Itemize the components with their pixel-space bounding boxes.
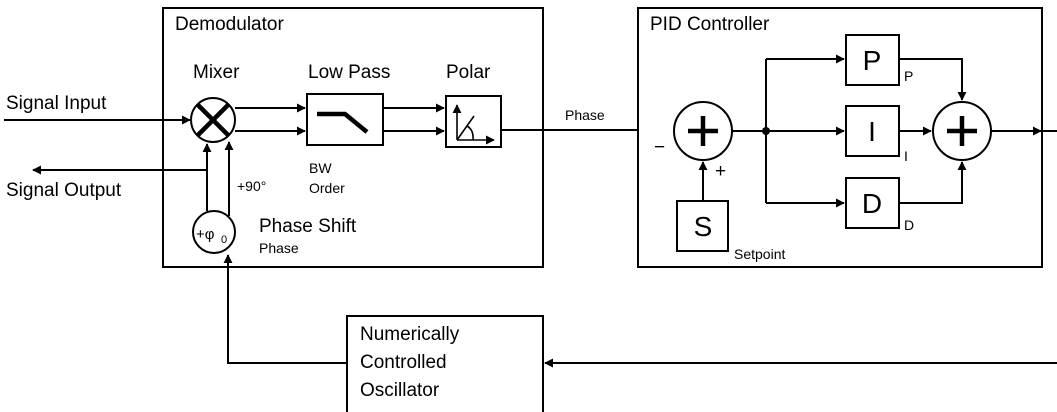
polar-label: Polar <box>446 62 491 83</box>
nco-line-1: Numerically <box>360 324 460 345</box>
output-sum-icon <box>932 101 992 161</box>
signal-output-label: Signal Output <box>6 180 122 201</box>
setpoint-symbol: S <box>694 211 713 242</box>
shift-90-label: +90° <box>237 178 266 194</box>
mixer-label: Mixer <box>193 62 240 83</box>
setpoint-box <box>676 200 729 252</box>
signal-input-label: Signal Input <box>6 93 107 114</box>
p-to-sum-arrow <box>899 58 967 101</box>
mixer-icon <box>190 97 236 143</box>
sum-junction-icon <box>673 101 733 161</box>
d-gain-symbol: D <box>862 188 882 219</box>
lowpass-param-bw: BW <box>309 160 332 176</box>
i-gain-symbol: I <box>868 116 876 147</box>
d-to-sum-arrow <box>899 161 967 204</box>
p-gain-param: P <box>904 68 913 84</box>
nco-box <box>346 315 544 412</box>
pid-title: PID Controller <box>650 14 770 35</box>
nco-line-3: Oscillator <box>360 380 440 401</box>
sum-minus-sign: − <box>654 137 665 158</box>
nco-to-phase-shift-arrow <box>223 254 347 364</box>
i-gain-box <box>845 105 900 157</box>
i-gain-param: I <box>904 148 908 164</box>
phase-shift-subscript: 0 <box>221 234 227 246</box>
phase-shift-param: Phase <box>259 240 299 256</box>
nco-line-2: Controlled <box>360 352 447 373</box>
phase-shift-label: Phase Shift <box>259 216 357 237</box>
polar-icon <box>445 95 502 148</box>
lowpass-filter-icon <box>306 93 384 146</box>
setpoint-param: Setpoint <box>734 246 785 262</box>
lowpass-param-order: Order <box>309 180 345 196</box>
phase-shift-symbol: +φ <box>196 226 215 243</box>
demodulator-title: Demodulator <box>175 14 284 35</box>
lowpass-label: Low Pass <box>308 62 390 83</box>
p-gain-symbol: P <box>863 45 882 76</box>
d-gain-param: D <box>904 217 914 233</box>
phase-signal-label: Phase <box>565 107 605 123</box>
phase-shift-icon: +φ 0 <box>192 210 236 254</box>
d-gain-box <box>845 177 900 229</box>
sum-plus-sign: + <box>715 161 726 182</box>
